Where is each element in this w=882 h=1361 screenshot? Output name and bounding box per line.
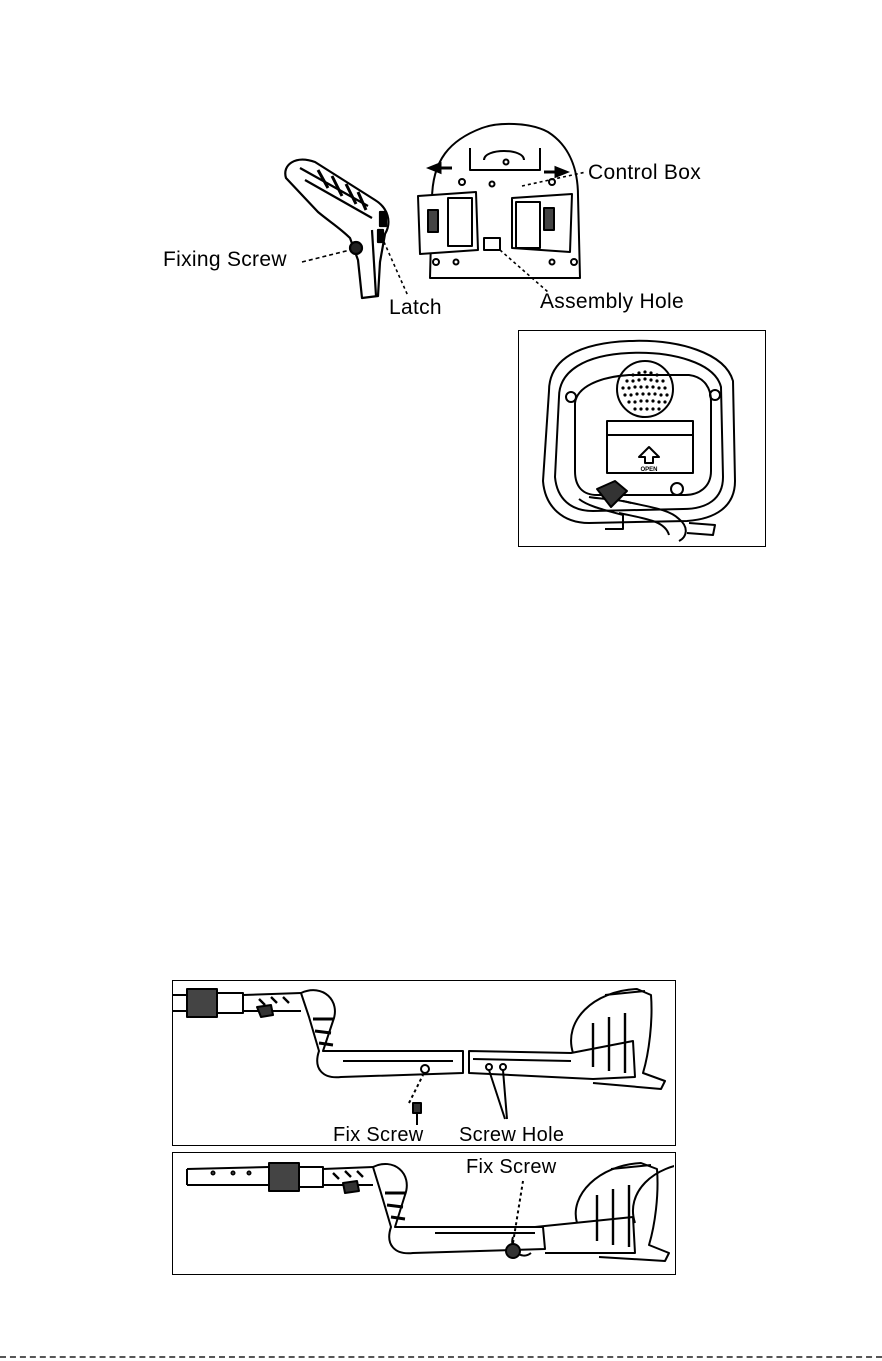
label-fix-screw: Fix Screw [333, 1123, 423, 1147]
label-fix-screw-installed: Fix Screw [466, 1155, 556, 1179]
control-box-back-illustration: OPEN [519, 331, 764, 545]
shaft-assembly-panel-1: Fix Screw Screw Hole [172, 980, 676, 1146]
handle-drawing [285, 160, 388, 298]
shaft-assembly-illustration-2 [173, 1153, 674, 1273]
open-marking: OPEN [640, 467, 657, 473]
control-box-plate [418, 124, 580, 278]
label-assembly-hole: Assembly Hole [540, 290, 684, 314]
latch-leader [384, 242, 408, 296]
fixing-screw-leader [302, 250, 350, 262]
shaft-assembly-illustration-1 [173, 981, 674, 1144]
label-fixing-screw: Fixing Screw [163, 248, 287, 272]
shaft-assembly-panel-2: Fix Screw [172, 1152, 676, 1275]
fixing-screw-knob [350, 242, 362, 254]
label-latch: Latch [389, 296, 442, 320]
label-control-box: Control Box [588, 161, 701, 185]
label-screw-hole: Screw Hole [459, 1123, 564, 1147]
control-box-back-frame: OPEN [518, 330, 766, 547]
page-bottom-edge [0, 1356, 882, 1358]
top-illustration [0, 0, 882, 330]
assembly-hole [484, 238, 500, 250]
fix-screw-knob-installed [506, 1244, 520, 1258]
fix-screw-leader [409, 1075, 423, 1103]
